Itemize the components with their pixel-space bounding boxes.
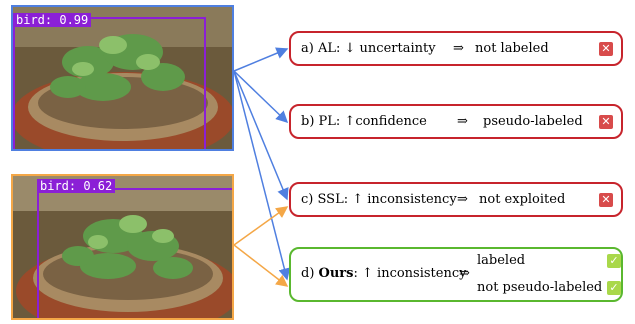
card-c-implies: ⇒ xyxy=(457,192,468,207)
arrow-blue-to-b xyxy=(233,70,289,124)
detection-label-2: bird: 0.62 xyxy=(37,179,116,193)
card-a-text: uncertainty xyxy=(355,41,436,56)
card-semi-supervised: c) SSL: ↑ inconsistency ⇒ not exploited … xyxy=(289,182,623,217)
plant-photo-2 xyxy=(13,176,232,318)
card-b-text: confidence xyxy=(355,114,427,129)
image-low-confidence: bird: 0.62 xyxy=(11,174,234,320)
card-c-symbol: ↑ xyxy=(352,192,364,207)
card-a-result: not labeled xyxy=(475,41,549,56)
card-a-prefix: a) AL: xyxy=(301,41,345,56)
detection-box-1 xyxy=(13,17,206,149)
card-d-prefix: d) xyxy=(301,266,319,281)
card-c-text: inconsistency xyxy=(363,192,457,207)
cross-icon: ✕ xyxy=(599,193,613,207)
card-d-implies: ⇒ xyxy=(459,266,470,281)
card-a-implies: ⇒ xyxy=(453,41,464,56)
cross-icon: ✕ xyxy=(599,42,613,56)
arrow-blue-to-d xyxy=(233,70,291,281)
card-d-result-not-pseudo: not pseudo-labeled xyxy=(477,280,603,295)
card-d-text: inconsistency xyxy=(372,266,467,281)
card-a-symbol: ↓ xyxy=(344,41,356,56)
arrow-blue-to-c xyxy=(233,70,289,201)
card-d-result-labeled: labeled xyxy=(477,253,526,268)
card-d-ours: Ours xyxy=(318,266,354,281)
check-icon: ✓ xyxy=(607,281,621,295)
image-high-confidence: bird: 0.99 xyxy=(11,5,234,151)
arrow-orange-to-d xyxy=(233,244,289,287)
arrow-blue-to-a xyxy=(233,47,289,72)
detection-label-1: bird: 0.99 xyxy=(13,13,92,27)
cross-icon: ✕ xyxy=(599,115,613,129)
card-b-implies: ⇒ xyxy=(457,114,468,129)
card-d-symbol: ↑ xyxy=(362,266,373,281)
card-pseudo-labeling: b) PL: ↑confidence ⇒ pseudo-labeled ✕ xyxy=(289,104,623,139)
detection-box-2 xyxy=(37,188,232,318)
card-b-prefix: b) PL: xyxy=(301,114,345,129)
card-d-sep: : xyxy=(353,266,362,281)
card-active-learning: a) AL: ↓ uncertainty ⇒ not labeled ✕ xyxy=(289,31,623,66)
card-b-symbol: ↑ xyxy=(344,114,356,129)
arrow-orange-to-c xyxy=(233,206,289,246)
card-c-prefix: c) SSL: xyxy=(301,192,353,207)
plant-photo-1 xyxy=(13,7,232,149)
card-c-result: not exploited xyxy=(479,192,566,207)
card-b-result: pseudo-labeled xyxy=(483,114,583,129)
check-icon: ✓ xyxy=(607,254,621,268)
card-ours: d) Ours: ↑ inconsistency ⇒ labeled not p… xyxy=(289,247,623,302)
